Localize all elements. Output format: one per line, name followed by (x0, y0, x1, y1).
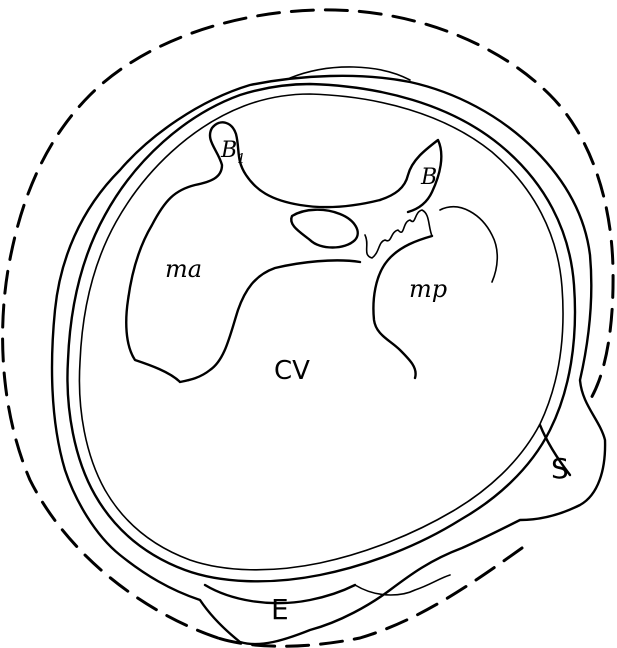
outer-dashed-boundary (3, 10, 613, 646)
label-ma: ma (165, 255, 202, 283)
ma-lobe (126, 122, 380, 382)
label-mp: mp (409, 275, 447, 303)
label-E: E (271, 593, 289, 626)
mp-inner-curve (440, 207, 497, 282)
island (291, 210, 358, 248)
label-S: S (551, 452, 569, 485)
mp-lobe (373, 236, 432, 378)
label-B: B (420, 165, 437, 190)
E-pocket-right (355, 575, 450, 595)
label-cv: CV (274, 356, 310, 386)
label-B1: B1 (220, 138, 245, 167)
